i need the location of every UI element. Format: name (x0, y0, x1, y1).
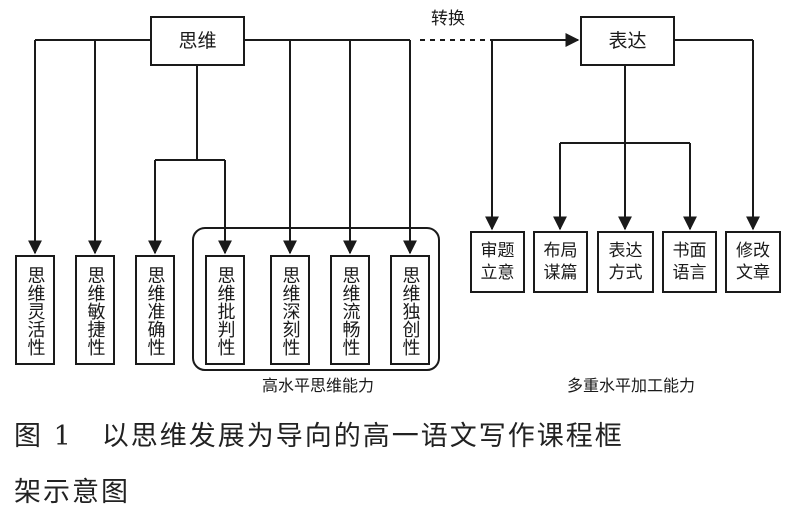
high-level-group-frame (192, 227, 440, 371)
skill-label: 修改 文章 (736, 241, 770, 283)
skill-topic: 审题 立意 (470, 231, 525, 293)
skill-label: 布局 谋篇 (543, 241, 578, 283)
skill-label: 审题 立意 (480, 241, 515, 283)
figure-caption-line1: 图 1 以思维发展为导向的高一语文写作课程框 (14, 421, 624, 452)
skill-layout: 布局 谋篇 (533, 231, 588, 293)
thinking-node-label: 思维 (178, 30, 217, 52)
high-level-thinking-label: 高水平思维能力 (262, 376, 375, 395)
ability-label: 思维深刻性 (279, 266, 301, 356)
ability-critical: 思维批判性 (205, 255, 245, 365)
ability-label: 思维独创性 (399, 266, 421, 356)
transform-label: 转换 (431, 9, 465, 29)
skill-revise: 修改 文章 (725, 231, 781, 293)
figure-caption-line2: 架示意图 (14, 477, 130, 508)
skill-label: 书面 语言 (672, 241, 707, 283)
expression-node-label: 表达 (608, 30, 647, 52)
ability-accuracy: 思维准确性 (135, 255, 175, 365)
ability-agility: 思维敏捷性 (75, 255, 115, 365)
thinking-node: 思维 (150, 16, 245, 66)
ability-fluency: 思维流畅性 (330, 255, 370, 365)
multi-level-processing-label: 多重水平加工能力 (567, 376, 696, 395)
skill-label: 表达 方式 (608, 241, 643, 283)
ability-depth: 思维深刻性 (270, 255, 310, 365)
skill-mode: 表达 方式 (597, 231, 654, 293)
ability-label: 思维灵活性 (24, 266, 46, 356)
ability-label: 思维流畅性 (339, 266, 361, 356)
ability-originality: 思维独创性 (390, 255, 430, 365)
ability-label: 思维敏捷性 (84, 266, 106, 356)
ability-label: 思维准确性 (144, 266, 166, 356)
skill-language: 书面 语言 (662, 231, 717, 293)
ability-flexibility: 思维灵活性 (15, 255, 55, 365)
expression-node: 表达 (580, 16, 675, 66)
ability-label: 思维批判性 (214, 266, 236, 356)
